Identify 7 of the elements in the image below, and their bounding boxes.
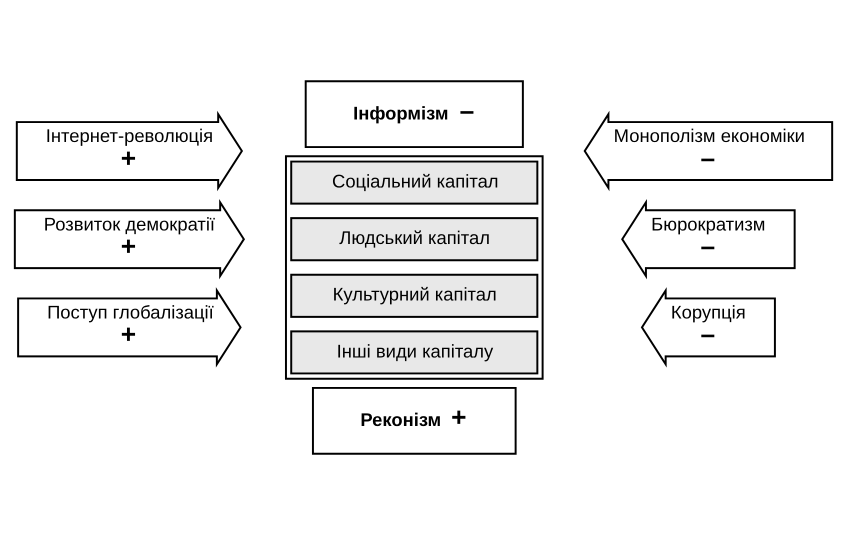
node-box: Інші види капіталу [290,330,538,374]
cluster [284,155,544,380]
node-box: Реконізм + [311,386,516,455]
node-box: Соціальний капітал [290,160,538,205]
node-box: Інформізм – [304,80,524,148]
node-box: Культурний капітал [290,274,538,318]
node-box: Людський капітал [290,217,538,262]
